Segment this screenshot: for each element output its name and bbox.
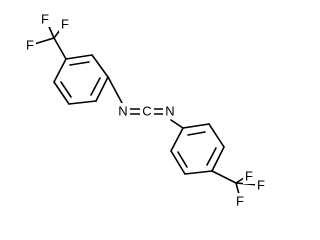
atom-bg-c-center: [140, 103, 154, 119]
ring2-bond-2: [208, 123, 225, 148]
atom-bg-f6: [234, 193, 246, 209]
atom-label-f5: F: [257, 178, 265, 193]
ring1-bond-3: [95, 76, 109, 102]
atom-bg-n1: [116, 103, 130, 119]
atom-bg-f3: [59, 16, 71, 32]
atom-label-f3: F: [61, 17, 69, 32]
bond-ring1-n1: [107, 76, 123, 104]
atom-bg-f4: [243, 168, 255, 184]
bond-ring2-cf3: [211, 170, 237, 184]
atom-bg-f1: [39, 11, 51, 27]
chemical-structure-diagram: F F F N C N F F F: [24, 11, 267, 209]
atom-label-c-center: C: [142, 104, 151, 119]
atom-label-f4: F: [245, 169, 253, 184]
bond-n2-ring2: [170, 119, 184, 129]
ring2-bond-5: [170, 150, 186, 175]
ring2-inner-bond-2: [206, 147, 217, 166]
atom-label-f6: F: [236, 194, 244, 209]
ring1-inner-bond-2: [90, 77, 101, 96]
atom-label-f1: F: [41, 12, 49, 27]
atom-bg-f5: [255, 177, 267, 193]
ring1-bond-4: [68, 100, 97, 105]
ring1-bond-5: [53, 81, 70, 105]
ring1-inner-bond-1: [69, 61, 90, 66]
bond-cf3-top-ring: [53, 37, 67, 60]
ring2-inner-bond-1: [187, 131, 206, 136]
ring1-bond-1: [65, 54, 93, 60]
atom-bg-f2: [24, 37, 36, 53]
atom-bg-n2: [163, 103, 177, 119]
ring2-bond-4: [184, 170, 213, 175]
atom-label-n2: N: [165, 104, 174, 119]
ring1-inner-bond-3: [60, 81, 72, 98]
ring2-bond-1: [182, 123, 210, 129]
structure-canvas: F F F N C N F F F: [24, 11, 267, 209]
atom-label-n1: N: [118, 104, 127, 119]
ring1-bond-6: [53, 58, 67, 83]
ring1-bond-2: [91, 54, 109, 78]
atom-label-f2: F: [26, 38, 34, 53]
ring2-inner-bond-3: [177, 151, 188, 168]
ring2-bond-3: [211, 146, 225, 172]
ring2-bond-6: [170, 127, 184, 152]
